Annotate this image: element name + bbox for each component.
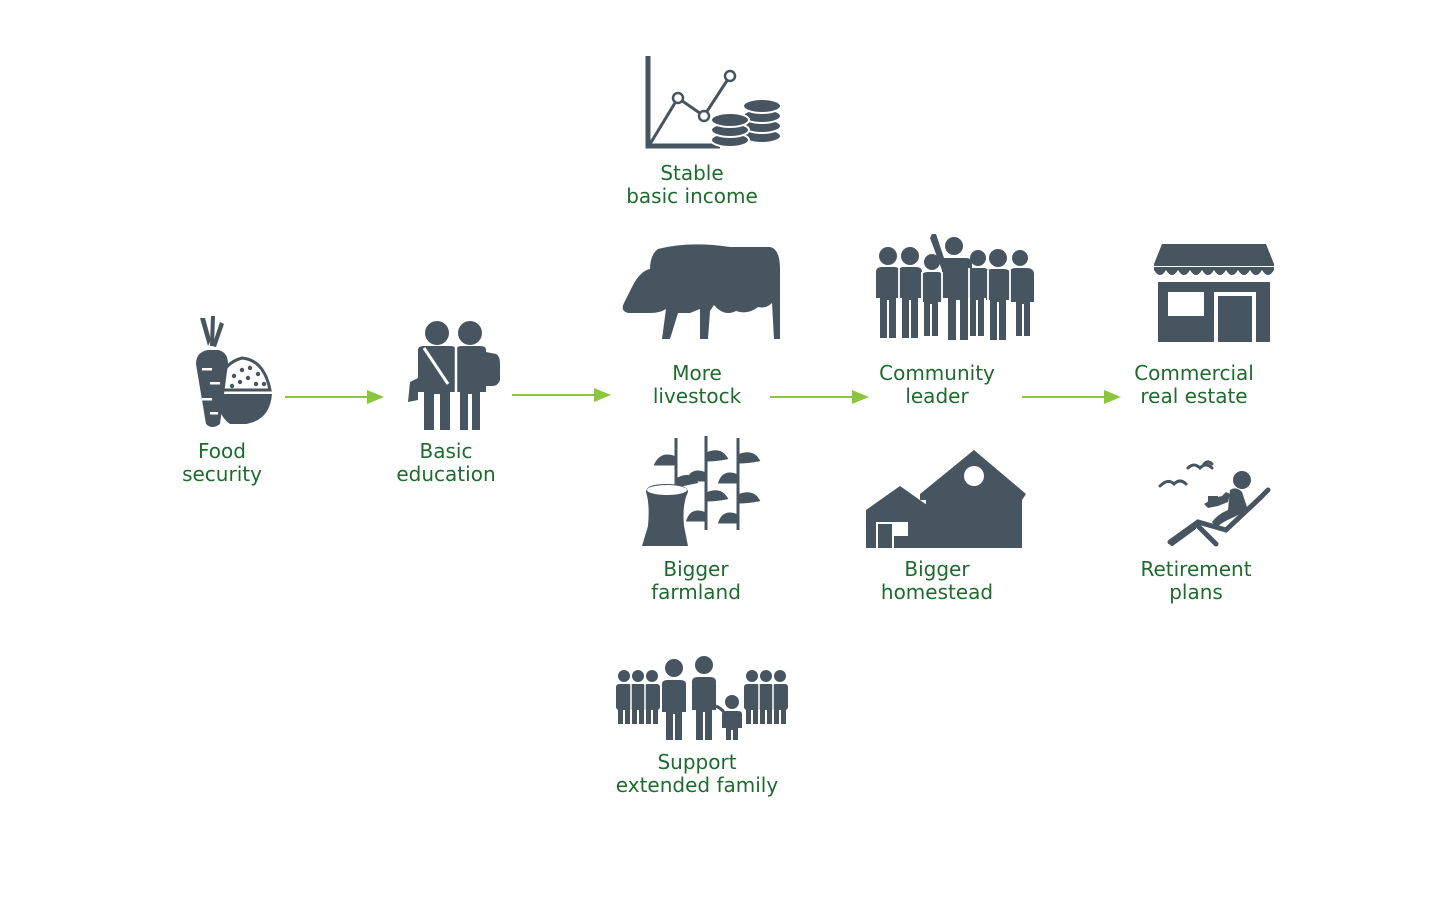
label-line: plans xyxy=(1169,580,1223,604)
label-retirement-plans: Retirement plans xyxy=(1140,558,1251,604)
label-line: Bigger xyxy=(663,557,729,581)
label-line: Bigger xyxy=(904,557,970,581)
label-line: More xyxy=(672,361,722,385)
label-bigger-homestead: Bigger homestead xyxy=(881,558,993,604)
maize-sack-icon xyxy=(640,434,762,550)
label-line: homestead xyxy=(880,580,994,604)
family-group-icon xyxy=(612,656,790,742)
label-line: extended family xyxy=(615,773,779,797)
carrot-rice-bowl-icon xyxy=(190,316,276,428)
crowd-leader-icon xyxy=(874,232,1038,342)
students-icon xyxy=(404,320,502,432)
label-line: Community xyxy=(879,361,995,385)
label-line: Basic xyxy=(419,439,473,463)
arrow-food-to-education xyxy=(285,388,385,406)
arrow-leader-to-real-estate xyxy=(1022,388,1122,406)
label-line: livestock xyxy=(652,384,742,408)
label-food-security: Food security xyxy=(182,440,262,486)
label-line: Support xyxy=(657,750,737,774)
label-line: Retirement xyxy=(1140,557,1252,581)
house-icon xyxy=(864,450,1026,550)
label-line: Stable xyxy=(660,161,724,185)
chart-coins-icon xyxy=(644,54,784,150)
shop-icon xyxy=(1152,242,1276,344)
label-line: Food xyxy=(198,439,246,463)
label-more-livestock: More livestock xyxy=(653,362,741,408)
label-basic-education: Basic education xyxy=(396,440,495,486)
label-line: real estate xyxy=(1140,384,1248,408)
label-community-leader: Community leader xyxy=(879,362,995,408)
label-commercial-real-estate: Commercial real estate xyxy=(1134,362,1254,408)
label-stable-income: Stable basic income xyxy=(626,162,758,208)
label-line: basic income xyxy=(626,184,758,208)
label-line: farmland xyxy=(651,580,741,604)
label-bigger-farmland: Bigger farmland xyxy=(651,558,741,604)
arrow-education-to-livestock xyxy=(512,386,612,404)
arrow-livestock-to-leader xyxy=(770,388,870,406)
label-line: education xyxy=(396,462,496,486)
lounger-icon xyxy=(1156,458,1274,550)
label-line: leader xyxy=(905,384,969,408)
label-line: security xyxy=(182,462,262,486)
label-support-family: Support extended family xyxy=(616,751,778,797)
label-line: Commercial xyxy=(1134,361,1254,385)
cow-icon xyxy=(620,243,784,343)
